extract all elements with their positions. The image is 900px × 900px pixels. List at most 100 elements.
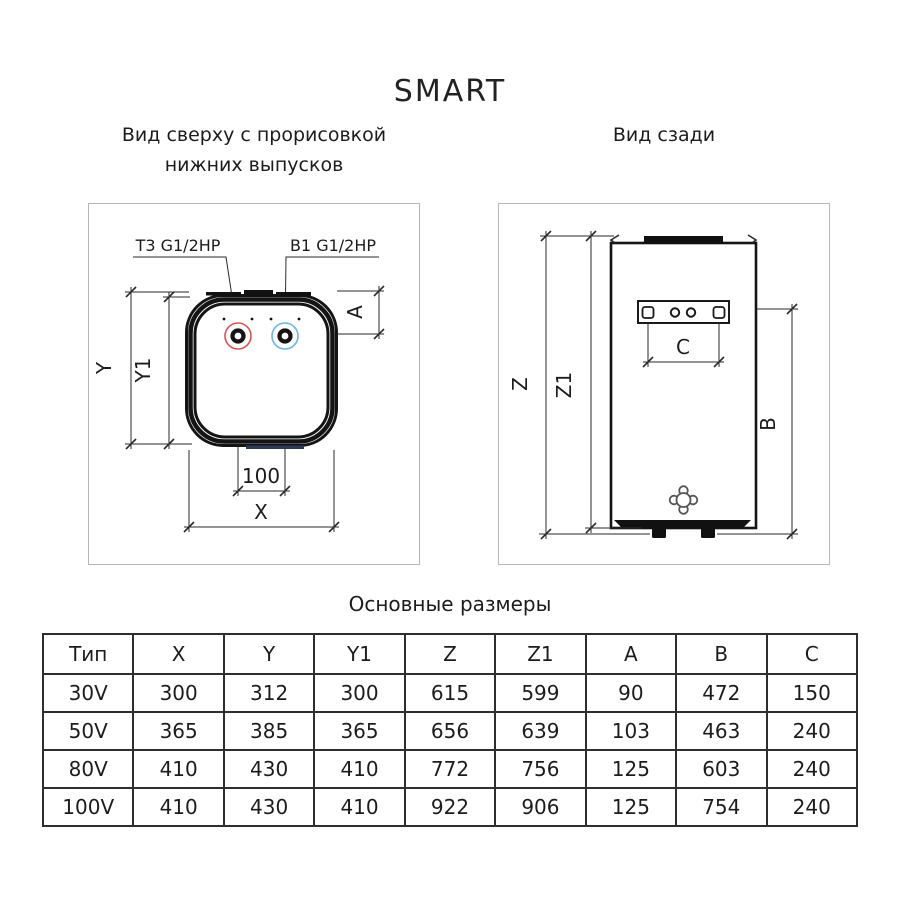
tank-body-inner xyxy=(193,302,330,439)
dimension-cell: 906 xyxy=(494,787,587,827)
dimension-cell: 472 xyxy=(675,673,768,713)
top-bar xyxy=(644,236,723,244)
dim-label-a: A xyxy=(343,305,367,319)
dim-tick xyxy=(540,230,552,242)
dimension-cell: 240 xyxy=(765,711,858,751)
dim-tick xyxy=(279,485,291,497)
port-b1-nozzle xyxy=(277,328,293,344)
model-cell: 50V xyxy=(41,711,135,751)
dimension-cell: 365 xyxy=(313,711,406,751)
rear-view-title: Вид сзади xyxy=(612,124,716,146)
rear-view-panel: C Z xyxy=(498,203,830,565)
dimension-cell: 300 xyxy=(313,673,406,713)
dimension-cell: 103 xyxy=(584,711,678,751)
dim-label-z1: Z1 xyxy=(552,372,576,398)
column-header: Y1 xyxy=(313,633,406,675)
column-header: X xyxy=(132,633,225,675)
dimension-cell: 430 xyxy=(222,749,316,789)
port-t3-label: T3 G1/2HP xyxy=(135,236,221,255)
bottom-band xyxy=(614,520,751,528)
dim-label-y: Y xyxy=(92,361,116,375)
port-b1-marker-circle xyxy=(271,322,299,350)
tank-body-mid xyxy=(188,297,335,444)
model-cell: 30V xyxy=(41,673,135,713)
top-tab-left xyxy=(206,292,241,296)
bracket-hole-right xyxy=(685,307,697,318)
dim-label-100: 100 xyxy=(242,464,280,488)
dim-tick xyxy=(642,356,654,368)
page-title: SMART xyxy=(393,74,507,109)
dimension-cell: 603 xyxy=(675,749,768,789)
column-header: Y xyxy=(222,633,316,675)
dimension-cell: 754 xyxy=(675,787,768,827)
dimension-cell: 125 xyxy=(584,787,678,827)
dim-tick xyxy=(373,285,385,297)
model-cell: 80V xyxy=(41,749,135,789)
dim-tick xyxy=(786,303,798,315)
dim-tick xyxy=(585,230,597,242)
dim-tick xyxy=(540,528,552,540)
dim-tick xyxy=(232,485,244,497)
column-header: C xyxy=(765,633,858,675)
dimension-cell: 410 xyxy=(313,787,406,827)
dimension-cell: 410 xyxy=(132,787,225,827)
port-b1-label: B1 G1/2HP xyxy=(290,236,376,255)
dim-tick xyxy=(163,438,175,450)
bottom-strip xyxy=(246,445,304,449)
top-view-title-line2: нижних выпусков xyxy=(164,154,344,176)
dimension-cell: 772 xyxy=(403,749,497,789)
model-cell: 100V xyxy=(41,787,135,827)
dimension-cell: 312 xyxy=(222,673,316,713)
dimension-cell: 125 xyxy=(584,749,678,789)
dimension-cell: 463 xyxy=(675,711,768,751)
dim-tick xyxy=(328,521,340,533)
dot xyxy=(250,317,254,321)
dim-label-b: B xyxy=(756,417,780,431)
dimension-cell: 615 xyxy=(403,673,497,713)
top-view-title: Вид сверху с прорисовкой нижних выпусков xyxy=(78,120,430,180)
dim-tick xyxy=(585,522,597,534)
bracket-slot-left xyxy=(641,306,655,319)
dimension-cell: 599 xyxy=(494,673,587,713)
column-header: Z xyxy=(403,633,497,675)
top-view-drawing: T3 G1/2HP B1 G1/2HP Y Y1 A xyxy=(92,236,385,533)
dim-tick xyxy=(786,528,798,540)
dim-tick xyxy=(125,438,137,450)
dim-tick xyxy=(713,356,725,368)
column-header: Z1 xyxy=(494,633,587,675)
dimension-cell: 410 xyxy=(313,749,406,789)
dimension-cell: 410 xyxy=(132,749,225,789)
dim-label-z: Z xyxy=(508,377,532,391)
port-t3-marker-circle xyxy=(224,322,252,350)
dot xyxy=(222,317,226,321)
drain-valve-icon xyxy=(668,485,699,515)
port-t3-nozzle xyxy=(230,328,246,344)
dim-label-c: C xyxy=(676,335,690,359)
dim-tick xyxy=(183,521,195,533)
dot xyxy=(297,317,301,321)
dimension-cell: 385 xyxy=(222,711,316,751)
bracket-slot-right xyxy=(712,306,726,319)
table-title: Основные размеры xyxy=(348,592,552,616)
column-header: B xyxy=(675,633,768,675)
dimension-cell: 240 xyxy=(765,787,858,827)
dimension-cell: 756 xyxy=(494,749,587,789)
dimension-cell: 300 xyxy=(132,673,225,713)
column-header: Тип xyxy=(41,633,135,675)
dim-label-y1: Y1 xyxy=(131,358,155,384)
top-view-title-line1: Вид сверху с прорисовкой xyxy=(121,124,387,146)
corner-hook-right xyxy=(747,234,758,244)
rear-view-drawing: C Z xyxy=(508,230,798,540)
pipe-stub-right xyxy=(701,528,715,538)
pipe-stub-left xyxy=(652,528,666,538)
bracket-hole-left xyxy=(669,307,681,318)
mounting-bracket xyxy=(637,300,730,324)
dimension-cell: 365 xyxy=(132,711,225,751)
